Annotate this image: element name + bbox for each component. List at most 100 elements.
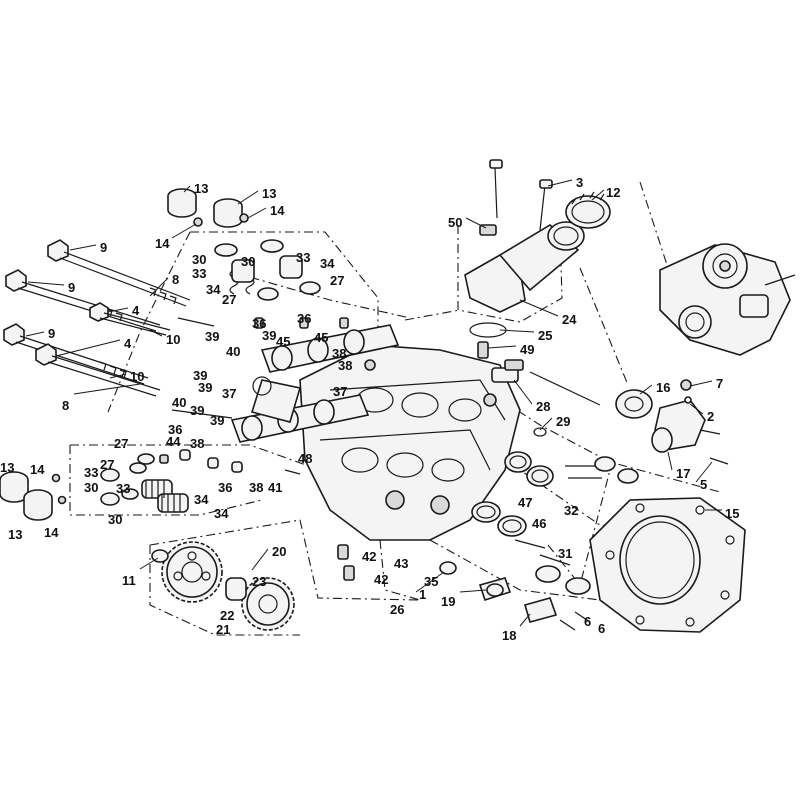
callout-21: 21 [216, 622, 230, 637]
callout-37: 37 [333, 384, 347, 399]
callout-38: 38 [249, 480, 263, 495]
callout-23: 23 [252, 574, 266, 589]
callout-34: 34 [194, 492, 209, 507]
callout-45: 45 [314, 330, 328, 345]
callout-9: 9 [100, 240, 107, 255]
callout-15: 15 [725, 506, 739, 521]
valve-buckets-top [167, 188, 249, 228]
callout-39: 39 [262, 328, 276, 343]
stud-bolt [35, 343, 161, 397]
callout-46: 46 [532, 516, 546, 531]
callout-14: 14 [155, 236, 170, 251]
callout-8: 8 [172, 272, 179, 287]
valve-springs-top [214, 239, 321, 301]
callout-8: 8 [62, 398, 69, 413]
callout-3: 3 [576, 175, 583, 190]
callout-6: 6 [598, 621, 605, 636]
callout-38: 38 [190, 436, 204, 451]
throttle-body [659, 243, 796, 356]
callout-13: 13 [262, 186, 276, 201]
exhaust-flanges [514, 456, 639, 595]
callout-33: 33 [116, 481, 130, 496]
exhaust-gaskets [471, 451, 554, 537]
callout-40: 40 [226, 344, 240, 359]
callout-48: 48 [298, 451, 312, 466]
callout-29: 29 [556, 414, 570, 429]
callout-33: 33 [84, 465, 98, 480]
callout-36: 36 [297, 311, 311, 326]
callout-39: 39 [198, 380, 212, 395]
callout-39: 39 [193, 368, 207, 383]
callout-4: 4 [132, 303, 140, 318]
callout-34: 34 [206, 282, 221, 297]
callout-39: 39 [205, 329, 219, 344]
leader-lines [25, 179, 722, 627]
callout-34: 34 [320, 256, 335, 271]
callout-30: 30 [84, 480, 98, 495]
stud-bolt [89, 302, 171, 336]
stud-bolt [3, 323, 149, 385]
callout-27: 27 [222, 292, 236, 307]
callout-19: 19 [441, 594, 455, 609]
intake-manifold [464, 159, 611, 338]
callout-41: 41 [268, 480, 282, 495]
callout-45: 45 [276, 334, 290, 349]
callout-37: 37 [222, 386, 236, 401]
callout-30: 30 [192, 252, 206, 267]
callout-42: 42 [362, 549, 376, 564]
callout-42: 42 [374, 572, 388, 587]
callout-50: 50 [448, 215, 462, 230]
callout-6: 6 [584, 614, 591, 629]
sensors [477, 341, 601, 437]
callout-26: 26 [390, 602, 404, 617]
callout-40: 40 [172, 395, 186, 410]
callout-9: 9 [48, 326, 55, 341]
callout-5: 5 [700, 477, 707, 492]
callout-24: 24 [562, 312, 577, 327]
callout-16: 16 [656, 380, 670, 395]
callout-34: 34 [214, 506, 229, 521]
callout-27: 27 [330, 273, 344, 288]
callout-14: 14 [270, 203, 285, 218]
cylinder-head [299, 344, 521, 541]
valve-springs-left [100, 453, 189, 513]
valve-buckets-left [0, 471, 67, 521]
callout-38: 38 [338, 358, 352, 373]
callout-20: 20 [272, 544, 286, 559]
callout-12: 12 [606, 185, 620, 200]
callout-35: 35 [424, 574, 438, 589]
camshafts [230, 324, 400, 443]
callout-44: 44 [166, 434, 181, 449]
chain-tensioner [439, 561, 591, 631]
callout-30: 30 [241, 254, 255, 269]
callout-49: 49 [520, 342, 534, 357]
callout-18: 18 [502, 628, 516, 643]
callout-36: 36 [252, 316, 266, 331]
callout-4: 4 [124, 336, 132, 351]
callout-14: 14 [44, 525, 59, 540]
callout-39: 39 [210, 413, 224, 428]
callout-7: 7 [716, 376, 723, 391]
callout-2: 2 [707, 409, 714, 424]
callout-32: 32 [564, 503, 578, 518]
callout-47: 47 [518, 495, 532, 510]
callout-10: 10 [166, 332, 180, 347]
callout-38: 38 [332, 346, 346, 361]
small-fasteners [159, 317, 355, 581]
callout-33: 33 [296, 250, 310, 265]
callout-25: 25 [538, 328, 552, 343]
callout-31: 31 [558, 546, 572, 561]
callout-10: 10 [130, 369, 144, 384]
cylinder-studs [3, 239, 191, 397]
callout-13: 13 [8, 527, 22, 542]
callout-43: 43 [394, 556, 408, 571]
callout-33: 33 [192, 266, 206, 281]
callout-9: 9 [68, 280, 75, 295]
callout-36: 36 [168, 422, 182, 437]
callout-22: 22 [220, 608, 234, 623]
callout-13: 13 [0, 460, 14, 475]
callout-14: 14 [30, 462, 45, 477]
callout-36: 36 [218, 480, 232, 495]
